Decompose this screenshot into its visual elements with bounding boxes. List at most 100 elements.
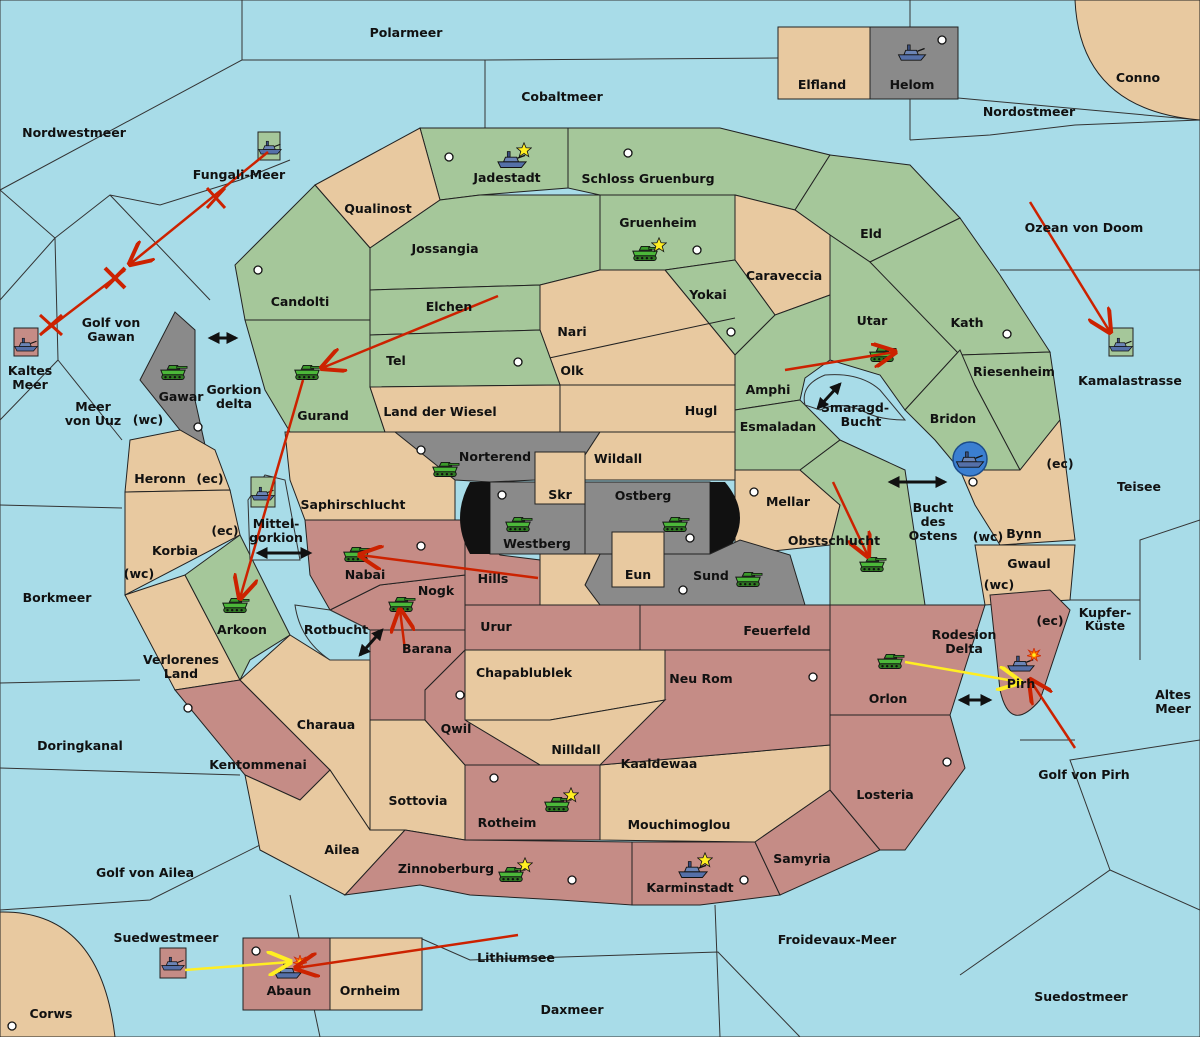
sc-corws bbox=[7, 1021, 17, 1031]
region-heronn[interactable] bbox=[124, 429, 231, 493]
label-esmaladan: Esmaladan bbox=[740, 419, 816, 434]
sc-yokai bbox=[726, 327, 736, 337]
label-orlon: Orlon bbox=[869, 691, 908, 706]
label-kupfer-kueste-1: Kupfer- bbox=[1079, 605, 1132, 620]
region-kath[interactable] bbox=[869, 217, 1051, 356]
label-conno: Conno bbox=[1116, 70, 1161, 85]
label-verlorenes-land-2: Land bbox=[164, 666, 198, 681]
label-smaragd-bucht-1: Smaragd- bbox=[821, 400, 889, 415]
region-elfland[interactable] bbox=[777, 26, 871, 100]
land-layer bbox=[124, 26, 1076, 1011]
region-conno[interactable] bbox=[1074, 0, 1200, 121]
sc-candolti bbox=[253, 265, 263, 275]
label-skr: Skr bbox=[548, 487, 572, 502]
region-ornheim[interactable] bbox=[329, 937, 423, 1011]
label-suedostmeer: Suedostmeer bbox=[1034, 989, 1128, 1004]
label-nari: Nari bbox=[557, 324, 586, 339]
label-kentommenai: Kentommenai bbox=[209, 757, 307, 772]
label-bucht-des-ostens-1: Bucht bbox=[913, 500, 954, 515]
region-skr[interactable] bbox=[534, 451, 586, 505]
sc-abaun bbox=[251, 946, 261, 956]
label-bridon: Bridon bbox=[930, 411, 976, 426]
label-gorkion-delta-1: Gorkion bbox=[206, 382, 261, 397]
label-smaragd-bucht-2: Bucht bbox=[841, 414, 882, 429]
label-gruenheim: Gruenheim bbox=[619, 215, 696, 230]
label-gorkion-delta-2: delta bbox=[216, 396, 252, 411]
label-sund: Sund bbox=[693, 568, 729, 583]
label-daxmeer: Daxmeer bbox=[540, 1002, 604, 1017]
label-westberg: Westberg bbox=[503, 536, 571, 551]
sc-mellar bbox=[749, 487, 759, 497]
label-bynn-ec: (ec) bbox=[1046, 456, 1073, 471]
label-kaltes-meer-1: Kaltes bbox=[8, 363, 52, 378]
label-barana: Barana bbox=[402, 641, 452, 656]
label-gawar: Gawar bbox=[159, 389, 205, 404]
label-heronn-ec: (ec) bbox=[196, 471, 223, 486]
sc-losteria bbox=[942, 757, 952, 767]
supply-centers bbox=[7, 35, 1012, 1031]
label-losteria: Losteria bbox=[856, 787, 913, 802]
label-froidevaux-meer: Froidevaux-Meer bbox=[778, 932, 897, 947]
label-doringkanal: Doringkanal bbox=[37, 738, 123, 753]
sc-qwil bbox=[455, 690, 465, 700]
sc-helom bbox=[937, 35, 947, 45]
region-wildall[interactable] bbox=[584, 431, 736, 481]
label-jossangia: Jossangia bbox=[410, 241, 478, 256]
label-korbia: Korbia bbox=[152, 543, 198, 558]
label-gurand: Gurand bbox=[297, 408, 349, 423]
label-candolti: Candolti bbox=[271, 294, 330, 309]
label-altes-meer-2: Meer bbox=[1155, 701, 1191, 716]
label-wildall: Wildall bbox=[594, 451, 642, 466]
label-golf-von-gawan-1: Golf von bbox=[82, 315, 141, 330]
sc-sund bbox=[678, 585, 688, 595]
orders bbox=[38, 151, 1110, 970]
label-land-der-wiesel: Land der Wiesel bbox=[383, 404, 496, 419]
label-jadestadt: Jadestadt bbox=[472, 170, 540, 185]
label-kamalastrasse: Kamalastrasse bbox=[1078, 373, 1182, 388]
sc-westberg bbox=[497, 490, 507, 500]
sc-norterend bbox=[416, 445, 426, 455]
label-kupfer-kueste-2: Küste bbox=[1085, 618, 1125, 633]
region-corws[interactable] bbox=[0, 911, 116, 1037]
label-golf-von-ailea: Golf von Ailea bbox=[96, 865, 194, 880]
label-neu-rom: Neu Rom bbox=[669, 671, 732, 686]
label-nabai: Nabai bbox=[345, 567, 386, 582]
label-bucht-des-ostens-3: Ostens bbox=[909, 528, 958, 543]
label-mittel-gorkion-1: Mittel- bbox=[253, 516, 300, 531]
label-verlorenes-land-1: Verlorenes bbox=[143, 652, 219, 667]
sc-bridon bbox=[968, 477, 978, 487]
label-nordostmeer: Nordostmeer bbox=[983, 104, 1076, 119]
region-gruenheim[interactable] bbox=[599, 194, 736, 271]
label-gwaul: Gwaul bbox=[1007, 556, 1050, 571]
label-heronn: Heronn bbox=[134, 471, 186, 486]
label-nilldall: Nilldall bbox=[551, 742, 600, 757]
label-pirh: Pirh bbox=[1007, 676, 1036, 691]
label-bynn-wc: (wc) bbox=[973, 529, 1003, 544]
region-zinnoberburg[interactable] bbox=[343, 829, 633, 906]
label-heronn-wc: (wc) bbox=[133, 412, 163, 427]
label-helom: Helom bbox=[890, 77, 935, 92]
label-altes-meer-1: Altes bbox=[1155, 687, 1191, 702]
label-eld: Eld bbox=[860, 226, 882, 241]
label-mouchimoglou: Mouchimoglou bbox=[628, 817, 731, 832]
label-ailea: Ailea bbox=[324, 842, 359, 857]
region-eun[interactable] bbox=[611, 531, 665, 588]
label-karminstadt: Karminstadt bbox=[646, 880, 733, 895]
label-tel: Tel bbox=[386, 353, 406, 368]
label-cobaltmeer: Cobaltmeer bbox=[521, 89, 603, 104]
sc-ostberg bbox=[685, 533, 695, 543]
label-feuerfeld: Feuerfeld bbox=[743, 623, 810, 638]
label-lithiumsee: Lithiumsee bbox=[477, 950, 555, 965]
label-olk: Olk bbox=[560, 363, 584, 378]
label-ostberg: Ostberg bbox=[615, 488, 672, 503]
region-jadestadt[interactable] bbox=[419, 127, 569, 201]
label-utar: Utar bbox=[857, 313, 889, 328]
label-nogk: Nogk bbox=[418, 583, 455, 598]
region-bynn[interactable] bbox=[959, 418, 1076, 546]
label-suedwestmeer: Suedwestmeer bbox=[114, 930, 220, 945]
label-chapablublek: Chapablublek bbox=[476, 665, 573, 680]
region-hills-bridge bbox=[539, 553, 601, 606]
label-kath: Kath bbox=[951, 315, 984, 330]
label-yokai: Yokai bbox=[688, 287, 727, 302]
